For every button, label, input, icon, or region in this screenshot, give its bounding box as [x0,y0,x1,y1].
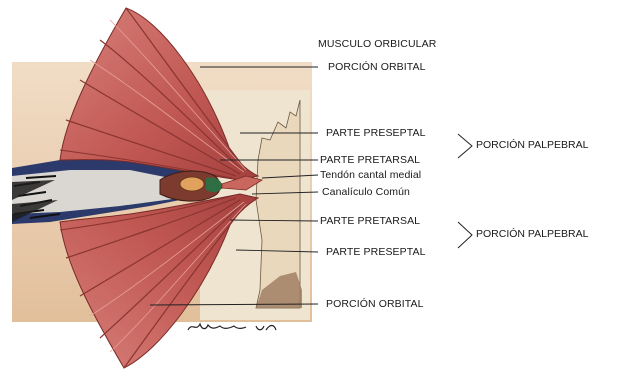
preseptal-top-label: PARTE PRESEPTAL [326,127,426,139]
artist-signature [186,318,286,336]
pretarsal-top-label: PARTE PRETARSAL [320,154,420,166]
bracket-upper [458,134,472,158]
preseptal-bottom-label: PARTE PRESEPTAL [326,246,426,258]
palpebral-bottom-label: PORCIÓN PALPEBRAL [476,228,588,240]
title-label: MUSCULO ORBICULAR [318,38,436,50]
orbital-top-label: PORCIÓN ORBITAL [328,61,426,73]
bracket-lower [458,222,472,248]
orbital-bottom-label: PORCIÓN ORBITAL [326,298,424,310]
palpebral-top-label: PORCIÓN PALPEBRAL [476,139,588,151]
canaliculo-label: Canalículo Común [322,186,410,198]
tendon-label: Tendón cantal medial [320,169,421,181]
pretarsal-bottom-label: PARTE PRETARSAL [320,215,420,227]
